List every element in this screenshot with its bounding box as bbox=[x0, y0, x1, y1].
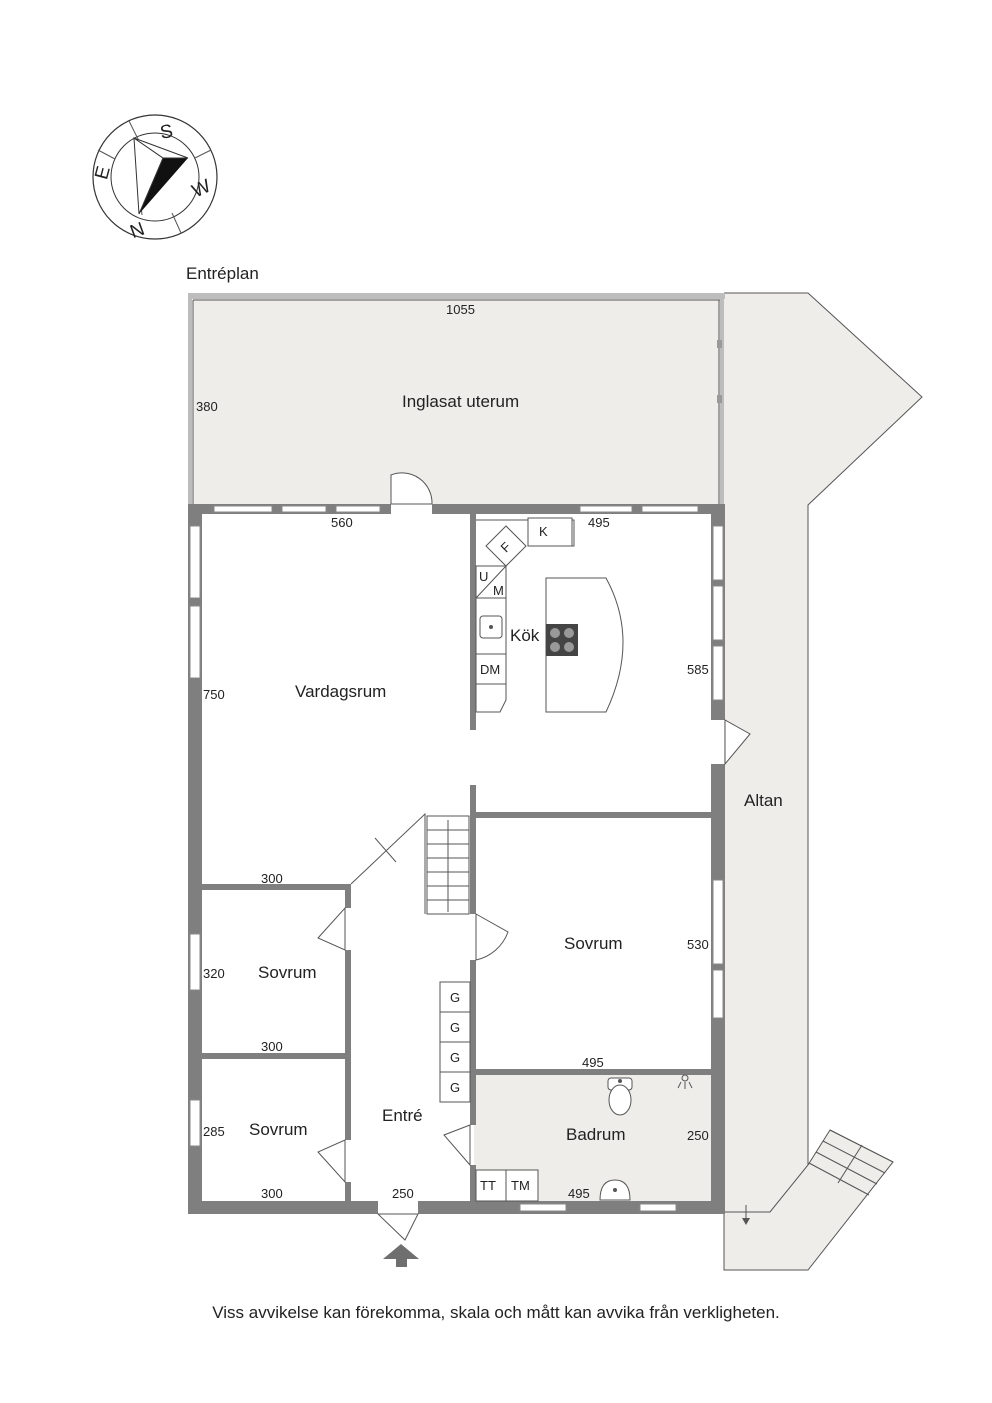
cooktop-icon bbox=[546, 624, 578, 656]
entrance-arrow-icon bbox=[383, 1244, 419, 1267]
dim-badrum-width: 495 bbox=[568, 1186, 590, 1201]
altan-door bbox=[724, 719, 751, 766]
dim-kok-width: 495 bbox=[588, 515, 610, 530]
shower-icon bbox=[677, 1074, 693, 1089]
sovrum-large-door bbox=[475, 913, 509, 961]
wardrobe-3: G bbox=[450, 1050, 460, 1065]
compass-n: N bbox=[127, 219, 147, 243]
wardrobe-1: G bbox=[450, 990, 460, 1005]
fixture-dm: DM bbox=[480, 662, 500, 677]
room-uterum: Inglasat uterum bbox=[402, 392, 519, 411]
badrum-door bbox=[443, 1124, 471, 1167]
doors bbox=[317, 472, 751, 1267]
dim-sovrum-mid-depth: 320 bbox=[203, 966, 225, 981]
fixture-tt: TT bbox=[480, 1178, 496, 1193]
room-badrum: Badrum bbox=[566, 1125, 626, 1144]
room-sovrum-low: Sovrum bbox=[249, 1120, 308, 1139]
windows bbox=[189, 505, 724, 1212]
dim-uterum-width: 1055 bbox=[446, 302, 475, 317]
room-vardagsrum: Vardagsrum bbox=[295, 682, 386, 701]
dimension-labels: 1055 380 560 495 750 585 300 320 300 285… bbox=[196, 302, 709, 1201]
compass-s: S bbox=[159, 121, 175, 144]
kitchen: K F U M DM bbox=[475, 517, 624, 713]
dim-kok-depth: 585 bbox=[687, 662, 709, 677]
wardrobe-2: G bbox=[450, 1020, 460, 1035]
hall-angled-wall bbox=[350, 812, 426, 914]
kitchen-island bbox=[545, 577, 624, 713]
room-labels: Inglasat uterum Vardagsrum Kök Altan Sov… bbox=[249, 392, 783, 1144]
fixture-u: U bbox=[479, 569, 488, 584]
disclaimer-text: Viss avvikelse kan förekomma, skala och … bbox=[212, 1303, 780, 1322]
wardrobes: G G G G bbox=[439, 981, 471, 1103]
dim-sovrum-large-depth: 530 bbox=[687, 937, 709, 952]
compass-needle-icon bbox=[139, 158, 188, 214]
toilet-icon bbox=[608, 1084, 632, 1116]
uterum-door bbox=[390, 472, 433, 505]
altan-outline bbox=[724, 292, 923, 1213]
room-sovrum-mid: Sovrum bbox=[258, 963, 317, 982]
compass: S W N E bbox=[91, 114, 218, 243]
dim-sovrum-mid-width: 300 bbox=[261, 871, 283, 886]
fixture-k: K bbox=[539, 524, 548, 539]
fixture-tm: TM bbox=[511, 1178, 530, 1193]
dim-sovrum-low-width: 300 bbox=[261, 1186, 283, 1201]
altan-steps-floor bbox=[770, 1130, 893, 1270]
entry-door bbox=[376, 1213, 419, 1241]
compass-e: E bbox=[91, 164, 115, 182]
altan-steps bbox=[808, 1129, 894, 1196]
sovrum-low-door bbox=[317, 1139, 346, 1184]
wardrobe-4: G bbox=[450, 1080, 460, 1095]
floor-areas bbox=[193, 293, 922, 1270]
uterum-floor bbox=[193, 297, 724, 504]
plan-title: Entréplan bbox=[186, 264, 259, 283]
altan-floor bbox=[724, 293, 922, 1270]
dim-sovrum-large-width: 495 bbox=[582, 1055, 604, 1070]
room-kok: Kök bbox=[510, 626, 540, 645]
room-altan: Altan bbox=[744, 791, 783, 810]
room-entre: Entré bbox=[382, 1106, 423, 1125]
dim-entre-width: 250 bbox=[392, 1186, 414, 1201]
staircase bbox=[426, 815, 470, 915]
sovrum-mid-door bbox=[317, 906, 346, 951]
dim-vardagsrum-depth: 750 bbox=[203, 687, 225, 702]
bathroom: TT TM bbox=[475, 1074, 693, 1202]
room-sovrum-large: Sovrum bbox=[564, 934, 623, 953]
dim-sovrum-low-depth: 285 bbox=[203, 1124, 225, 1139]
uterum-frame bbox=[188, 293, 725, 505]
dim-badrum-depth: 250 bbox=[687, 1128, 709, 1143]
dim-sovrum-low-top-width: 300 bbox=[261, 1039, 283, 1054]
fixture-m: M bbox=[493, 583, 504, 598]
dim-vardagsrum-width: 560 bbox=[331, 515, 353, 530]
dim-uterum-depth: 380 bbox=[196, 399, 218, 414]
